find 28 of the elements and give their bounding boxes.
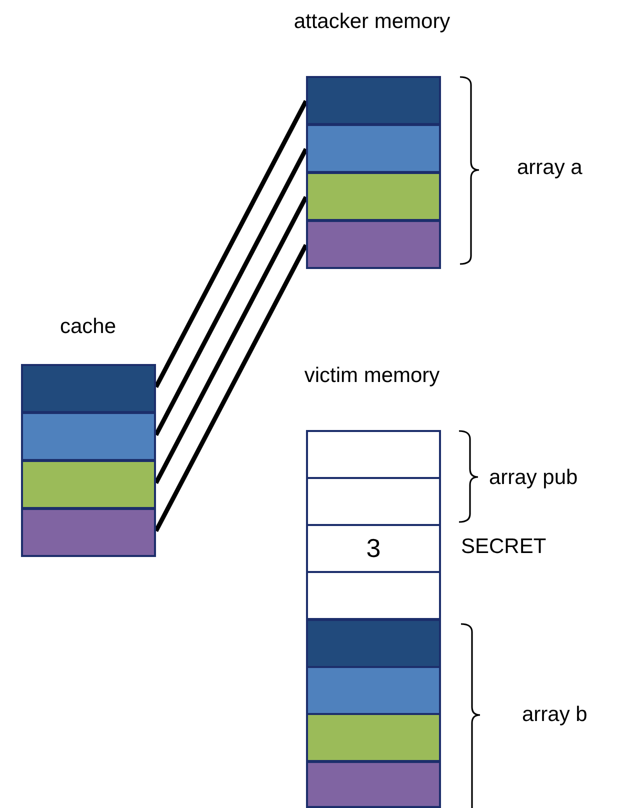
- memory-cell: [306, 713, 441, 762]
- brace-label: array b: [522, 703, 588, 727]
- connector-line: [154, 148, 308, 436]
- memory-cell: [306, 430, 441, 479]
- region-heading: cache: [60, 315, 116, 339]
- cell-value: 3: [366, 533, 381, 564]
- connector-line: [154, 100, 308, 388]
- memory-cell: [306, 761, 441, 808]
- memory-cell: [306, 172, 441, 221]
- memory-cell: [306, 571, 441, 620]
- cell-caption: SECRET: [461, 535, 546, 559]
- memory-cell: [21, 412, 156, 461]
- connector-line: [154, 244, 308, 532]
- brace-label: array a: [517, 156, 582, 180]
- memory-cell: [306, 220, 441, 269]
- memory-cell: [306, 76, 441, 125]
- region-heading: victim memory: [304, 364, 440, 388]
- memory-cell: [21, 460, 156, 509]
- memory-cell: [306, 124, 441, 173]
- memory-cell: [306, 666, 441, 715]
- memory-cell: [21, 508, 156, 557]
- memory-cell: [306, 477, 441, 526]
- region-heading: attacker memory: [294, 10, 450, 34]
- memory-cell: [306, 524, 441, 573]
- memory-cell: [306, 619, 441, 668]
- connector-line: [154, 196, 308, 484]
- brace-label: array pub: [489, 466, 578, 490]
- memory-cell: [21, 364, 156, 413]
